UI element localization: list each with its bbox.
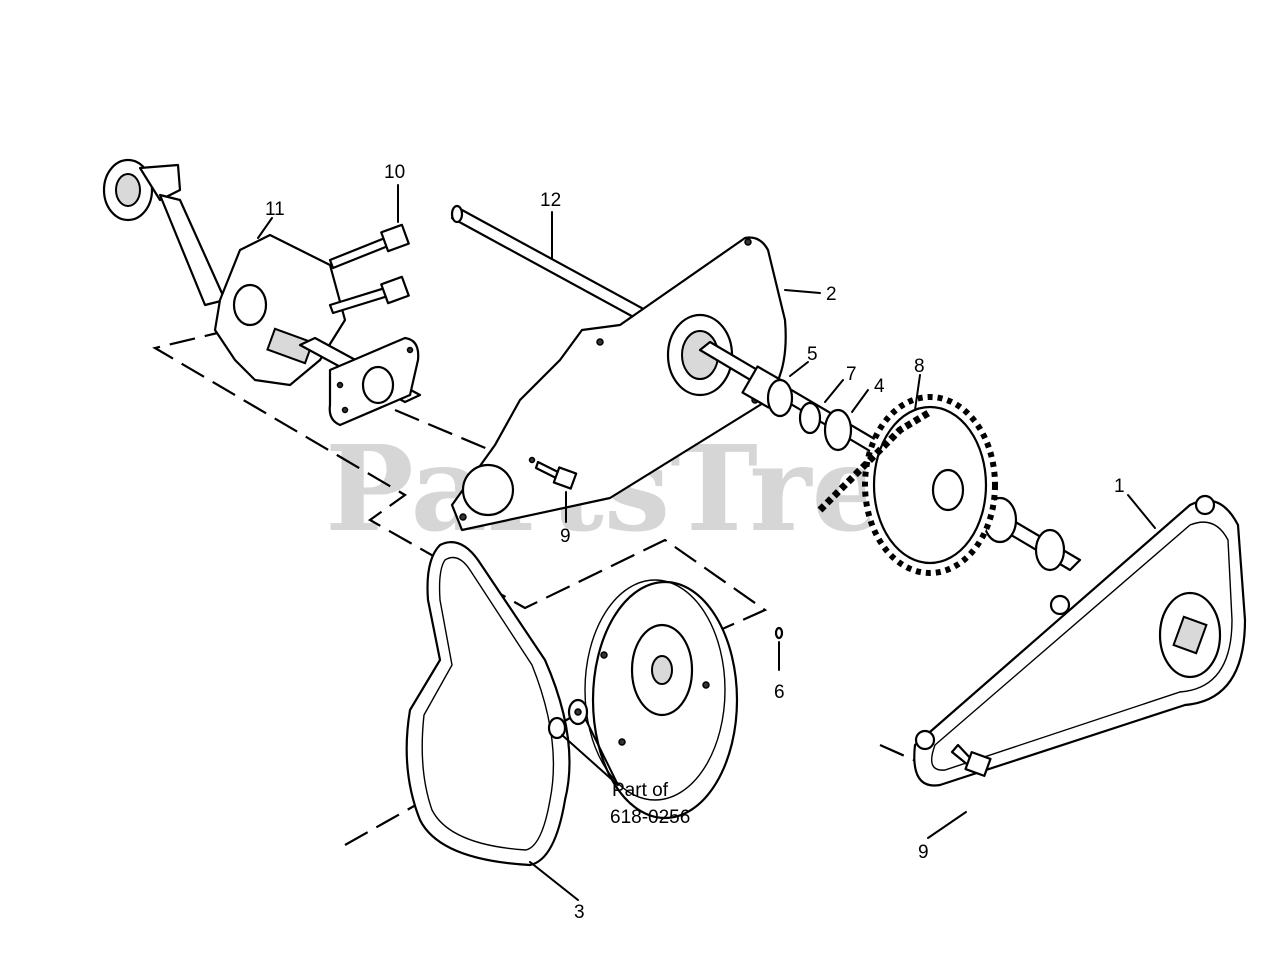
callout-7: 7 (846, 364, 857, 385)
sprocket-part-8 (817, 394, 998, 576)
screw-part-9-upper (528, 456, 578, 490)
callout-5: 5 (807, 344, 818, 365)
callout-4: 4 (874, 376, 885, 397)
gear-bracket (328, 336, 420, 427)
shaft-part-12 (450, 204, 662, 328)
screw-part-9-lower (950, 743, 992, 777)
frame-plate-part-2 (450, 236, 787, 532)
callout-8: 8 (914, 356, 925, 377)
chain-case-part-1 (913, 494, 1247, 787)
belt-part-3 (405, 541, 571, 867)
callout-9-upper: 9 (560, 526, 571, 547)
note-line-2: 618-0256 (610, 807, 690, 828)
washer (567, 698, 589, 726)
callout-6: 6 (774, 682, 785, 703)
callout-11: 11 (265, 199, 285, 220)
callout-10: 10 (384, 162, 405, 183)
callout-labels: 1 2 3 4 5 6 7 8 9 9 10 11 12 Part of 618… (265, 162, 1125, 923)
nut (547, 716, 567, 740)
callout-2: 2 (826, 284, 837, 305)
note-line-1: Part of (612, 780, 669, 801)
bolts-part-10 (328, 223, 410, 315)
callout-9-lower: 9 (918, 842, 929, 863)
leader-lines (257, 184, 1156, 901)
callout-12: 12 (540, 190, 561, 211)
pin-part-6 (774, 626, 784, 640)
callout-1: 1 (1114, 476, 1125, 497)
pulley (584, 579, 739, 820)
callout-3: 3 (574, 902, 585, 923)
